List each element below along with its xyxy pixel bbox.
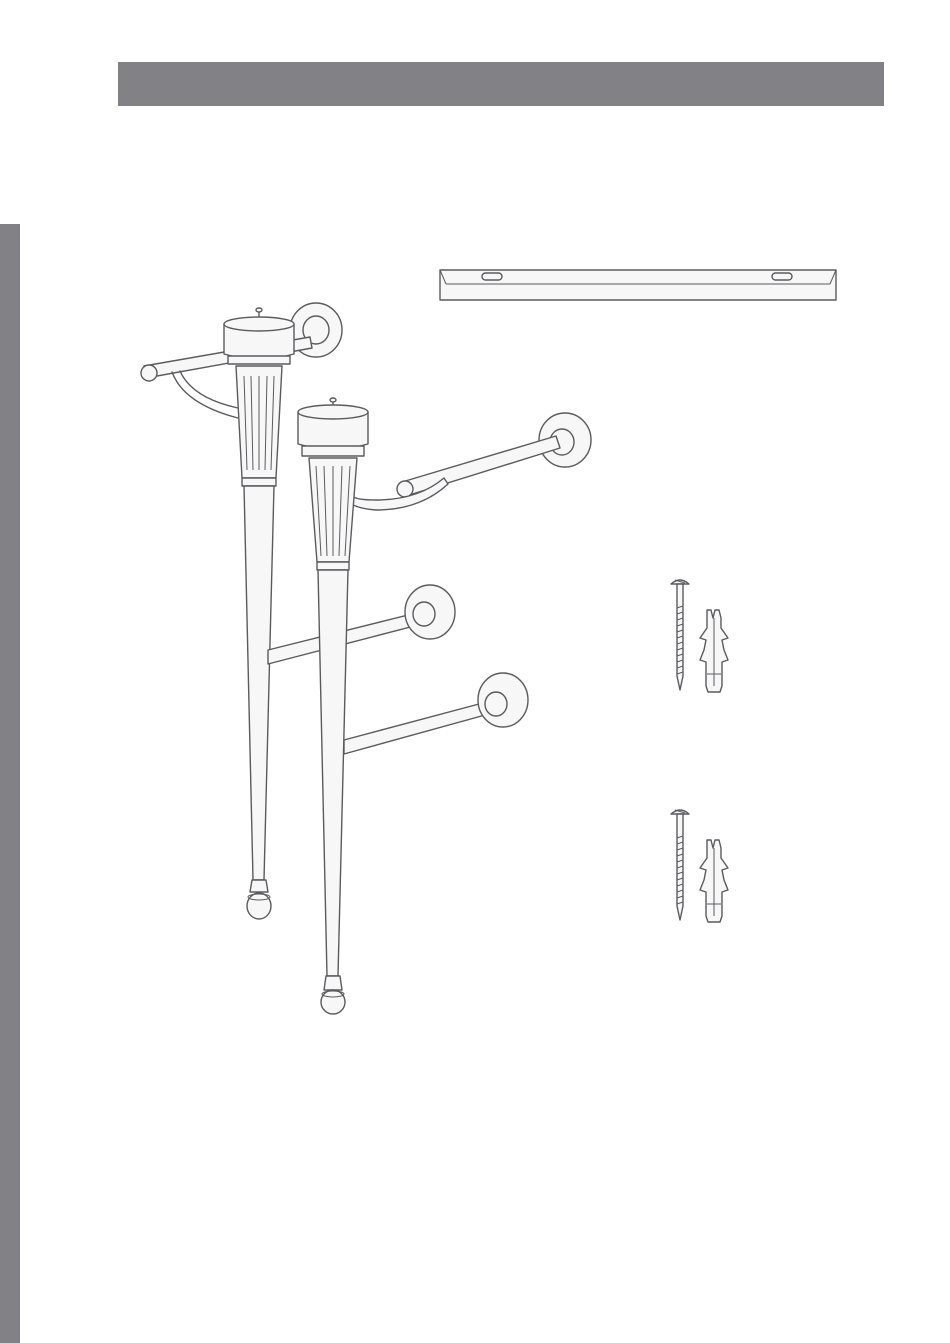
- wall-bracket: [440, 270, 836, 300]
- leg-left: [141, 303, 455, 919]
- leg-right: [298, 398, 591, 1014]
- screw-and-plug-1: [671, 580, 728, 692]
- screw-and-plug-2: [671, 810, 728, 922]
